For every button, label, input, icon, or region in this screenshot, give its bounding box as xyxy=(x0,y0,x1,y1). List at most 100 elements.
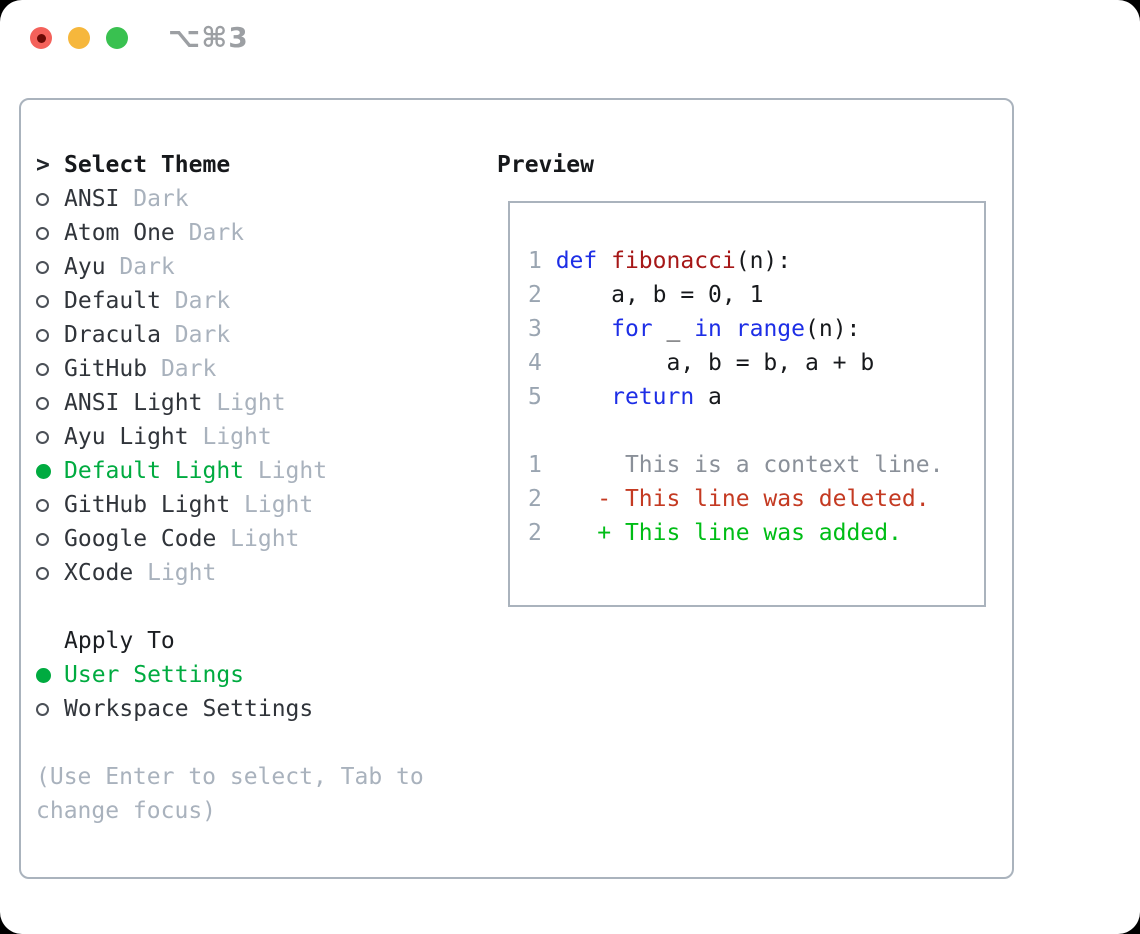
theme-option-label: XCode xyxy=(64,560,134,586)
code-token-plain xyxy=(722,316,736,342)
code-token-plain: (n): xyxy=(805,316,861,342)
zoom-button[interactable] xyxy=(106,27,128,49)
radio-marker xyxy=(36,498,64,512)
radio-marker xyxy=(36,702,64,716)
theme-option-github-light[interactable]: GitHub Light Light xyxy=(36,488,327,522)
code-line-number: 3 xyxy=(528,316,556,342)
radio-marker xyxy=(36,532,64,546)
code-token-keyword: return xyxy=(611,384,695,410)
diff-preview: 1 This is a context line.2 - This line w… xyxy=(528,448,984,550)
code-token-keyword: def xyxy=(555,248,598,274)
code-line-number: 1 xyxy=(528,248,556,274)
theme-option-tag: Light xyxy=(244,492,314,518)
diff-line-added: 2 + This line was added. xyxy=(528,516,984,550)
code-token-keyword: range xyxy=(735,316,805,342)
radio-selected-icon xyxy=(36,667,51,683)
radio-marker xyxy=(36,328,64,342)
radio-unselected-icon xyxy=(36,430,49,444)
apply-option-user-settings[interactable]: User Settings xyxy=(36,658,327,692)
spacer-row xyxy=(36,590,327,624)
theme-option-default-dark[interactable]: Default Dark xyxy=(36,284,327,318)
radio-unselected-icon xyxy=(36,328,49,342)
radio-marker xyxy=(36,463,64,479)
theme-option-tag: Dark xyxy=(119,254,175,280)
code-token-function: fibonacci xyxy=(611,248,736,274)
theme-option-ayu-dark[interactable]: Ayu Dark xyxy=(36,250,327,284)
radio-unselected-icon xyxy=(36,532,49,546)
diff-line-text: - This line was deleted. xyxy=(541,486,930,512)
code-line: 2 a, b = 0, 1 xyxy=(528,278,984,312)
theme-option-label: Ayu Light xyxy=(64,424,189,450)
apply-option-workspace-settings[interactable]: Workspace Settings xyxy=(36,692,327,726)
minimize-button[interactable] xyxy=(68,27,90,49)
diff-line-text: + This line was added. xyxy=(541,520,902,546)
radio-unselected-icon xyxy=(36,566,49,580)
theme-option-label: Default xyxy=(64,288,161,314)
theme-option-tag: Light xyxy=(230,526,300,552)
code-line: 3 for _ in range(n): xyxy=(528,312,984,346)
radio-marker xyxy=(36,430,64,444)
radio-unselected-icon xyxy=(36,192,49,206)
theme-option-tag: Light xyxy=(216,390,286,416)
code-token-plain xyxy=(556,384,611,410)
code-token-plain: _ xyxy=(652,316,695,342)
code-token-plain: a, b = b, a + b xyxy=(555,350,875,376)
window-shortcut-label: ⌥⌘3 xyxy=(168,21,249,54)
theme-option-tag: Light xyxy=(257,458,328,484)
theme-option-label: Default Light xyxy=(64,458,245,484)
radio-marker xyxy=(36,667,64,683)
focus-marker: > xyxy=(36,152,50,178)
theme-option-tag: Dark xyxy=(160,356,217,382)
diff-line-deleted: 2 - This line was deleted. xyxy=(528,482,984,516)
traffic-lights xyxy=(30,27,128,49)
code-line: 1 def fibonacci(n): xyxy=(528,244,984,278)
radio-unselected-icon xyxy=(36,396,49,410)
radio-marker xyxy=(36,396,64,410)
theme-option-tag: Light xyxy=(202,424,272,450)
select-theme-title: Select Theme xyxy=(64,152,231,178)
radio-unselected-icon xyxy=(36,702,49,716)
theme-option-label: ANSI xyxy=(64,186,120,212)
theme-option-label: Ayu xyxy=(64,254,106,280)
theme-option-label: GitHub Light xyxy=(64,492,231,518)
help-text: (Use Enter to select, Tab to change focu… xyxy=(36,764,438,824)
code-line: 5 return a xyxy=(528,380,984,414)
code-line-number: 5 xyxy=(528,384,556,410)
radio-marker xyxy=(36,566,64,580)
theme-option-label: Atom One xyxy=(64,220,175,246)
radio-unselected-icon xyxy=(36,362,49,376)
theme-option-tag: Light xyxy=(147,560,217,586)
theme-option-ayu-light[interactable]: Ayu Light Light xyxy=(36,420,327,454)
theme-option-atom-one-dark[interactable]: Atom One Dark xyxy=(36,216,327,250)
radio-marker xyxy=(36,294,64,308)
theme-option-xcode[interactable]: XCode Light xyxy=(36,556,327,590)
code-line-number: 4 xyxy=(528,350,556,376)
radio-unselected-icon xyxy=(36,260,49,274)
select-theme-header: > Select Theme xyxy=(36,148,327,182)
radio-unselected-icon xyxy=(36,226,49,240)
code-token-keyword: for xyxy=(611,316,653,342)
diff-line-number: 2 xyxy=(528,486,542,512)
apply-option-label: Workspace Settings xyxy=(64,696,314,722)
diff-line-number: 2 xyxy=(528,520,542,546)
theme-option-tag: Dark xyxy=(188,220,245,246)
close-button[interactable] xyxy=(30,27,52,49)
theme-option-tag: Dark xyxy=(174,288,231,314)
code-token-plain: a, b = 0, 1 xyxy=(555,282,764,308)
theme-option-default-light[interactable]: Default Light Light xyxy=(36,454,327,488)
diff-line-number: 1 xyxy=(528,452,542,478)
close-dot-icon xyxy=(36,33,46,43)
radio-marker xyxy=(36,192,64,206)
apply-to-header: Apply To xyxy=(36,624,327,658)
